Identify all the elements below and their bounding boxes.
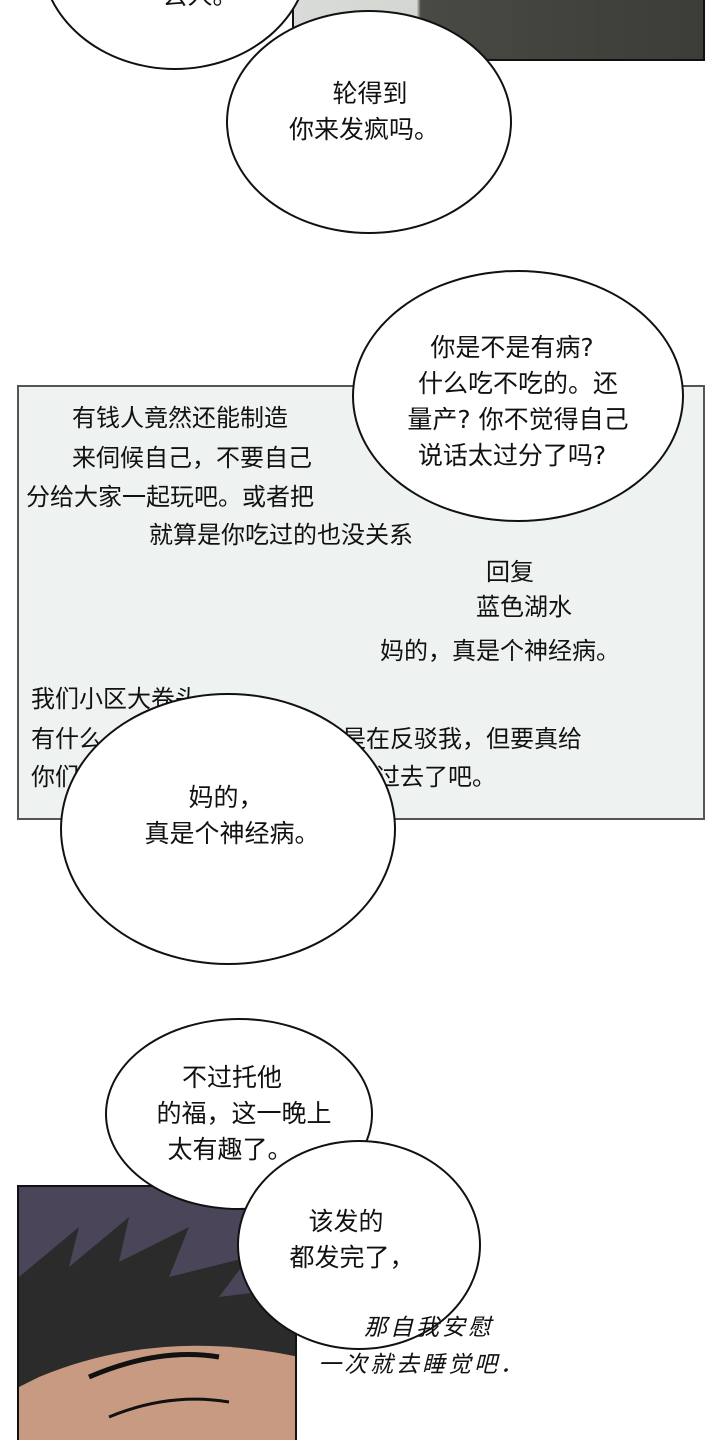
bubble-5-line-1: 该发的 — [308, 1207, 384, 1236]
bubble-5-line-2: 都发完了， — [289, 1243, 415, 1272]
bubble-2-line-4: 说话太过分了吗? — [417, 441, 607, 470]
bubble-top-text: 丢人。 — [162, 0, 237, 14]
handwritten-line-2: 一次就去睡觉吧． — [318, 1352, 526, 1378]
bubble-2-line-3: 量产? 你不觉得自己 — [407, 405, 629, 434]
bubble-4-line-3: 太有趣了。 — [167, 1135, 293, 1164]
speech-bubble-1 — [226, 10, 512, 234]
lower-line-2b: 是在反驳我，但要真给 — [342, 725, 582, 753]
speech-bubble-3 — [60, 693, 396, 965]
bubble-4-line-2: 的福，这一晚上 — [156, 1099, 332, 1128]
comment-line-2: 来伺候自己，不要自己 — [72, 444, 312, 472]
comment-line-4: 就算是你吃过的也没关系 — [149, 521, 413, 549]
bubble-2-line-2: 什么吃不吃的。还 — [417, 369, 619, 398]
speech-bubble-5 — [237, 1140, 481, 1350]
bubble-3-line-1: 妈的， — [188, 783, 264, 812]
bubble-4-line-1: 不过托他 — [181, 1063, 283, 1092]
bubble-2-line-1: 你是不是有病? — [430, 333, 594, 362]
bubble-1-line-2: 你来发疯吗。 — [288, 115, 440, 144]
lower-line-3b: 过去了吧。 — [376, 763, 496, 791]
reply-label[interactable]: 回复 — [486, 558, 534, 586]
reply-username: 蓝色湖水 — [476, 593, 572, 621]
bubble-1-line-1: 轮得到 — [332, 79, 408, 108]
handwritten-line-1: 那自我安慰 — [364, 1315, 494, 1341]
comment-line-3: 分给大家一起玩吧。或者把 — [26, 483, 314, 511]
character-hair-illustration — [19, 1217, 295, 1440]
reply-text: 妈的，真是个神经病。 — [380, 637, 620, 665]
bubble-3-line-2: 真是个神经病。 — [144, 819, 320, 848]
comment-line-1: 有钱人竟然还能制造 — [72, 404, 288, 432]
speech-bubble-2 — [352, 270, 684, 522]
